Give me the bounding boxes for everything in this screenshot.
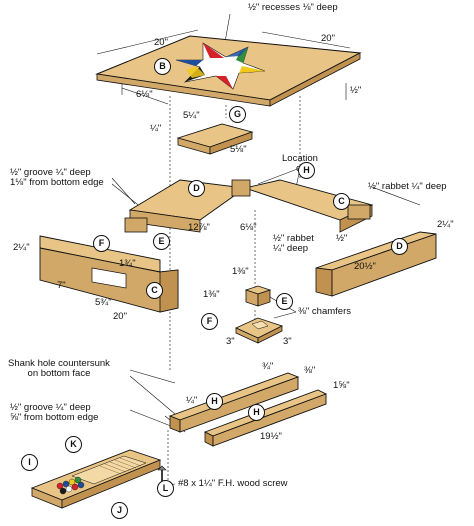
shank-label: Shank hole countersunk on bottom face [8,358,110,379]
part-l-tag: L [157,480,174,497]
dim-5-3-4-label: 5¾" [95,297,112,308]
rail-height-label: 1⅝" [333,380,350,391]
part-c-front-tag: C [146,282,163,299]
part-b-tag: B [154,58,171,75]
part-e-mid-tag: E [276,293,293,310]
chinese-checkers-star-icon [175,42,266,90]
front-panel-c [39,235,179,313]
block-width-label: 5⅛" [230,144,247,155]
foot-base-a-label: 3" [226,336,235,347]
top-left-width-label: 20" [154,37,168,48]
dim-12-label: 12⅞" [188,222,210,233]
part-d-right-tag: D [391,238,408,255]
dim-1-3-4-label: 1¾" [119,258,136,269]
part-k-tag: K [65,436,82,453]
part-h-upper-tag: H [206,393,223,410]
rail-width-label: ¾" [262,361,274,372]
part-h-location-tag: H [298,162,315,179]
chamfers-label: ⅜" chamfers [298,306,352,317]
block-length-label: 5¼" [183,110,200,121]
rail-thickness-label: ⅜" [304,365,316,376]
part-f-mid-tag: F [201,313,218,330]
part-c-right-tag: C [333,193,350,210]
recesses-label: ½" recesses ⅛" deep [248,2,338,13]
block-thickness-label: ¼" [150,123,162,134]
part-f-left-tag: F [93,235,110,252]
rabbet-mid-label: ½" rabbet ¼" deep [273,233,314,254]
rabbet-top-label: ½" rabbet ¼" deep [368,181,447,192]
height-right-label: 2¼" [437,219,454,230]
marbles [56,476,85,495]
dim-20-front-label: 20" [113,311,127,322]
part-j-tag: J [111,502,128,519]
block-g [176,123,254,155]
foot-base-b-label: 3" [283,336,292,347]
part-e-left-tag: E [153,233,170,250]
height-left-label: 2¼" [13,242,30,253]
part-d-left-tag: D [188,180,205,197]
top-right-width-label: 20" [321,33,335,44]
rail-quarter-label: ¼" [186,395,198,406]
top-depth-label: 6⅛" [136,89,153,100]
game-board-top [95,35,362,107]
rail-length-label: 19½" [260,431,282,442]
rails-h [168,372,328,447]
part-i-tag: I [21,454,38,471]
top-thickness-label: ½" [350,85,362,96]
groove-bottom-label: ½" groove ¼" deep ⅝" from bottom edge [10,402,99,423]
part-g-tag: G [229,106,246,123]
groove-top-label: ½" groove ¼" deep 1⅛" from bottom edge [10,167,104,188]
foot-parts [235,285,284,344]
frame-back-rails [124,179,374,233]
dim-6-inner-label: 6⅛" [240,222,257,233]
foot-top-label: 1⅜" [232,266,249,277]
screw-label: #8 x 1¼" F.H. wood screw [178,478,288,489]
right-panel-d [315,231,437,297]
marble-tray-icon [30,449,162,509]
foot-side-label: 1⅜" [203,289,220,300]
half-mid-label: ½" [336,233,348,244]
dim-20-half-label: 20½" [354,261,376,272]
dim-7-label: 7" [57,280,66,291]
part-h-lower-tag: H [248,404,265,421]
